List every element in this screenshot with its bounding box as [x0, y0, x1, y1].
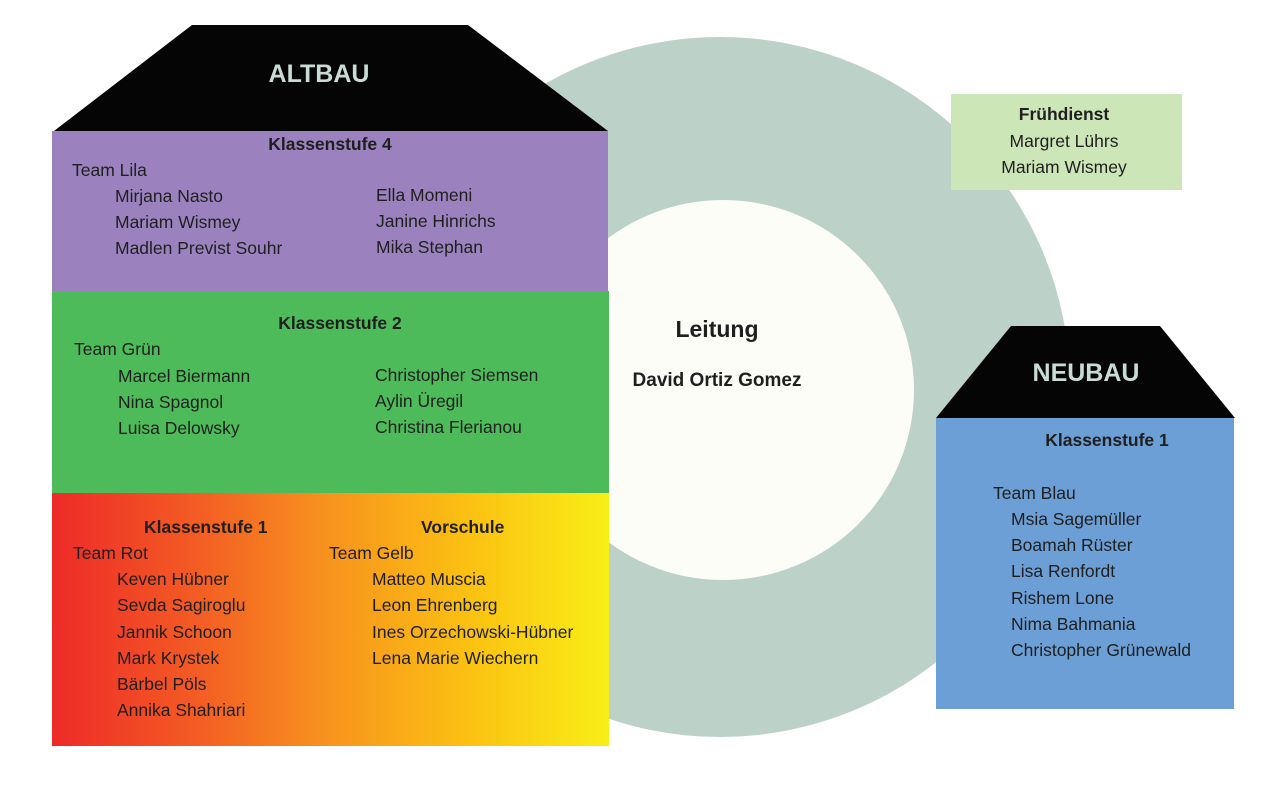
- team-member: Keven Hübner: [117, 569, 229, 589]
- klassenstufe-4-box: Klassenstufe 4 Team Lila Mirjana Nasto M…: [52, 131, 608, 291]
- fruehdienst-member: Margret Lührs: [1009, 131, 1119, 151]
- klassenstufe-2-box: Klassenstufe 2 Team Grün Marcel Biermann…: [52, 291, 609, 493]
- fruehdienst-member: Mariam Wismey: [1001, 157, 1127, 177]
- team-member: Luisa Delowsky: [118, 418, 240, 438]
- team-member: Christina Flerianou: [375, 417, 522, 437]
- team-gruen-label: Team Grün: [74, 339, 161, 359]
- neubau-roof: [936, 326, 1235, 418]
- team-member: Mika Stephan: [376, 237, 484, 257]
- team-member: Nina Spagnol: [118, 392, 224, 412]
- vorschule-heading: Vorschule: [421, 517, 505, 537]
- team-member: Annika Shahriari: [117, 700, 246, 720]
- team-member: Aylin Üregil: [375, 391, 464, 411]
- fruehdienst-box: Frühdienst Margret Lührs Mariam Wismey: [951, 94, 1182, 190]
- team-member: Marcel Biermann: [118, 366, 251, 386]
- team-blau-label: Team Blau: [993, 483, 1076, 503]
- klassenstufe-1-vorschule-box: Klassenstufe 1 Team Rot Keven Hübner Sev…: [52, 493, 609, 746]
- altbau-roof: [54, 25, 608, 131]
- leitung-name: David Ortiz Gomez: [632, 370, 802, 391]
- team-member: Christopher Grünewald: [1011, 640, 1191, 660]
- team-member: Mark Krystek: [117, 648, 220, 668]
- team-member: Janine Hinrichs: [376, 211, 496, 231]
- team-member: Ella Momeni: [376, 185, 473, 205]
- team-member: Bärbel Pöls: [117, 674, 207, 694]
- team-member: Lisa Renfordt: [1011, 561, 1116, 581]
- fruehdienst-heading: Frühdienst: [1018, 104, 1110, 124]
- team-member: Rishem Lone: [1011, 588, 1115, 608]
- leitung-title: Leitung: [675, 316, 759, 342]
- team-member: Lena Marie Wiechern: [372, 648, 539, 668]
- team-member: Sevda Sagiroglu: [117, 595, 246, 615]
- neubau-klassenstufe-1-heading: Klassenstufe 1: [1045, 430, 1169, 450]
- team-member: Christopher Siemsen: [375, 365, 539, 385]
- klassenstufe-2-heading: Klassenstufe 2: [278, 313, 402, 333]
- klassenstufe-1-heading: Klassenstufe 1: [144, 517, 268, 537]
- team-member: Madlen Previst Souhr: [115, 238, 283, 258]
- team-rot-label: Team Rot: [73, 543, 148, 563]
- altbau-title: ALTBAU: [268, 60, 370, 88]
- klassenstufe-4-heading: Klassenstufe 4: [268, 134, 392, 154]
- team-member: Mariam Wismey: [115, 212, 241, 232]
- team-member: Mirjana Nasto: [115, 186, 223, 206]
- team-member: Boamah Rüster: [1011, 535, 1133, 555]
- neubau-title: NEUBAU: [1032, 359, 1140, 387]
- team-member: Nima Bahmania: [1011, 614, 1136, 634]
- team-member: Ines Orzechowski-Hübner: [372, 622, 574, 642]
- team-member: Msia Sagemüller: [1011, 509, 1142, 529]
- team-member: Leon Ehrenberg: [372, 595, 498, 615]
- neubau-klassenstufe-1-box: Klassenstufe 1 Team Blau Msia Sagemüller…: [936, 418, 1234, 709]
- team-member: Matteo Muscia: [372, 569, 486, 589]
- team-gelb-label: Team Gelb: [329, 543, 414, 563]
- team-lila-label: Team Lila: [72, 160, 147, 180]
- team-member: Jannik Schoon: [117, 622, 232, 642]
